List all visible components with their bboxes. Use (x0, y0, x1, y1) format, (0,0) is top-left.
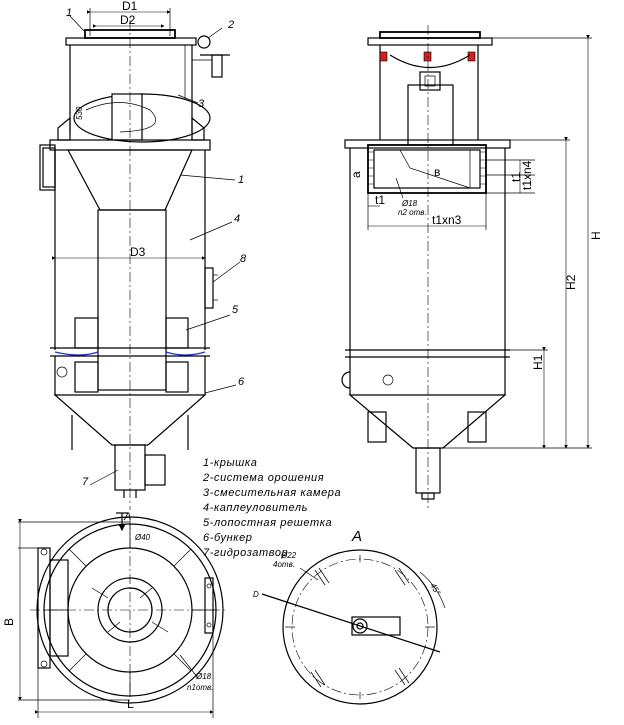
dim-h1: H1 (531, 354, 545, 370)
flange-view: A D 45° Ø22 4отв. (253, 528, 446, 705)
dim-h2: H2 (564, 274, 578, 290)
callout-6: 6 (238, 376, 245, 388)
callout-2: 2 (227, 19, 234, 31)
side-view: H H2 H1 a в t1 t1xn4 t1 t1xn3 Ø18 n2 отв… (341, 25, 603, 510)
dim-b-plan: B (2, 618, 16, 626)
callout-8: 8 (240, 253, 247, 265)
legend: 1-крышка 2-система орошения 3-смесительн… (202, 457, 341, 559)
legend-item-2: 2-система орошения (202, 472, 324, 484)
dim-d3: D3 (130, 245, 146, 259)
dim-h: H (589, 231, 603, 240)
dim-l: L (127, 697, 134, 711)
legend-item-4: 4-каплеуловитель (203, 502, 308, 514)
flange-view-label: A (351, 528, 362, 545)
dim-a: a (349, 171, 363, 178)
plan-hole-count: n1отв. (187, 683, 213, 692)
dim-530: 530 (75, 106, 84, 120)
plan-hole-dia: Ø18 (195, 672, 212, 681)
callout-5: 5 (232, 304, 239, 316)
legend-item-3: 3-смесительная камера (203, 487, 341, 499)
side-hole-count: n2 отв. (398, 208, 427, 217)
legend-item-7: 7-гидрозатвор (203, 547, 288, 559)
callout-7: 7 (82, 476, 89, 488)
callout-3: 3 (198, 98, 205, 110)
dim-d2: D2 (120, 13, 136, 27)
flange-hole-dia: Ø22 (280, 551, 297, 560)
dim-t1xn4: t1xn4 (520, 160, 534, 190)
plan-view: A (2, 511, 225, 718)
side-hole-dia: Ø18 (401, 199, 418, 208)
dim-d40: Ø40 (134, 533, 151, 542)
front-view: D1 D2 D3 530 1 2 3 1 4 8 5 6 7 (39, 0, 247, 510)
dim-t1-bottom: t1 (375, 193, 385, 207)
callout-4: 4 (234, 213, 240, 225)
callout-1: 1 (238, 174, 244, 186)
dim-t1-top: t1 (509, 172, 523, 182)
legend-item-5: 5-лопостная решетка (203, 517, 332, 529)
dim-b: в (434, 165, 440, 179)
dim-d-flange: D (253, 590, 259, 599)
flange-hole-count: 4отв. (273, 560, 295, 569)
dim-d1: D1 (122, 0, 138, 13)
legend-item-6: 6-бункер (203, 532, 253, 544)
legend-item-1: 1-крышка (203, 457, 257, 469)
dim-t1xn3: t1xn3 (432, 213, 462, 227)
callout-1-top: 1 (66, 7, 72, 19)
